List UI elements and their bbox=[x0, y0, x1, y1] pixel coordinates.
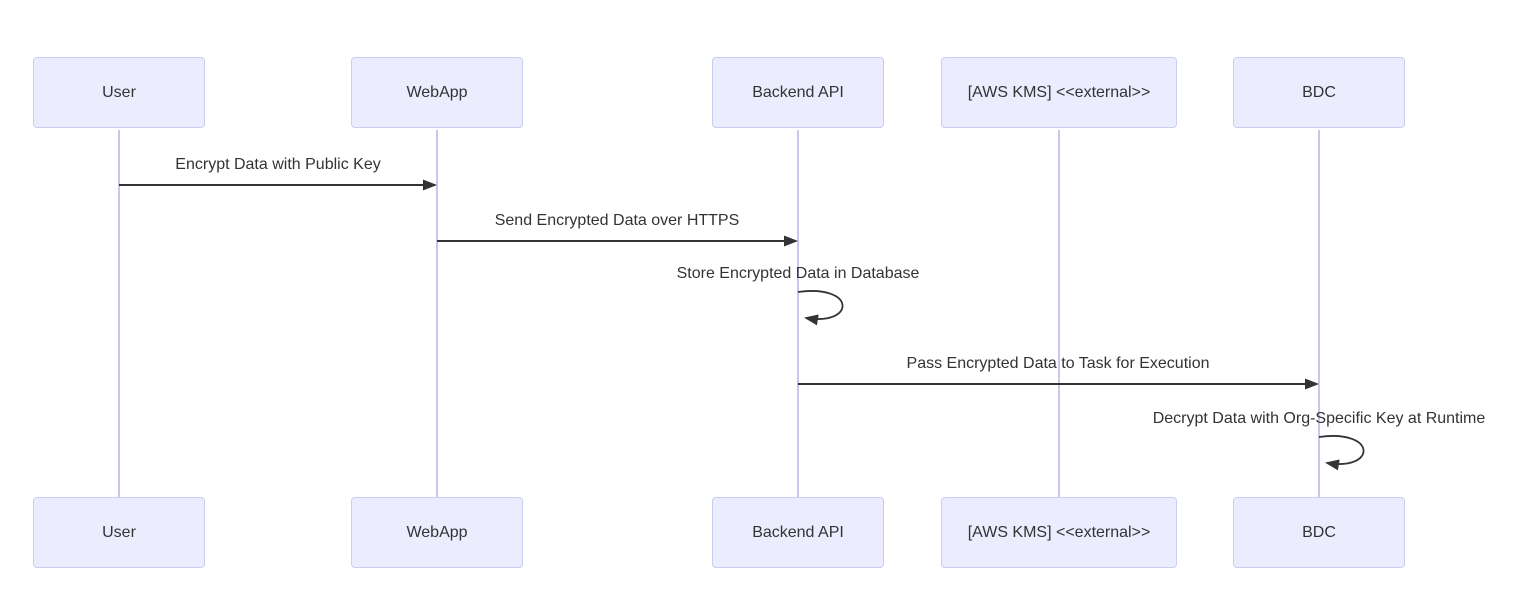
actor-box-bdc-top: BDC bbox=[1233, 57, 1405, 128]
actor-box-user-bottom: User bbox=[33, 497, 205, 568]
message-label-pass-encrypted: Pass Encrypted Data to Task for Executio… bbox=[906, 355, 1210, 372]
actor-box-webapp-bottom: WebApp bbox=[351, 497, 523, 568]
actor-box-user-top: User bbox=[33, 57, 205, 128]
actor-box-bdc-bottom: BDC bbox=[1233, 497, 1405, 568]
message-selfloop-decrypt-data bbox=[1318, 435, 1365, 471]
message-label-send-encrypted: Send Encrypted Data over HTTPS bbox=[494, 212, 740, 229]
actor-box-aws-kms-bottom: [AWS KMS] <<external>> bbox=[941, 497, 1177, 568]
message-selfloop-store-encrypted bbox=[797, 290, 844, 326]
message-label-decrypt-data: Decrypt Data with Org-Specific Key at Ru… bbox=[1152, 410, 1486, 427]
actor-box-webapp-top: WebApp bbox=[351, 57, 523, 128]
message-label-encrypt-data: Encrypt Data with Public Key bbox=[175, 156, 381, 173]
actor-box-aws-kms-top: [AWS KMS] <<external>> bbox=[941, 57, 1177, 128]
message-label-store-encrypted: Store Encrypted Data in Database bbox=[676, 265, 920, 282]
actor-box-backend-api-bottom: Backend API bbox=[712, 497, 884, 568]
actor-box-backend-api-top: Backend API bbox=[712, 57, 884, 128]
